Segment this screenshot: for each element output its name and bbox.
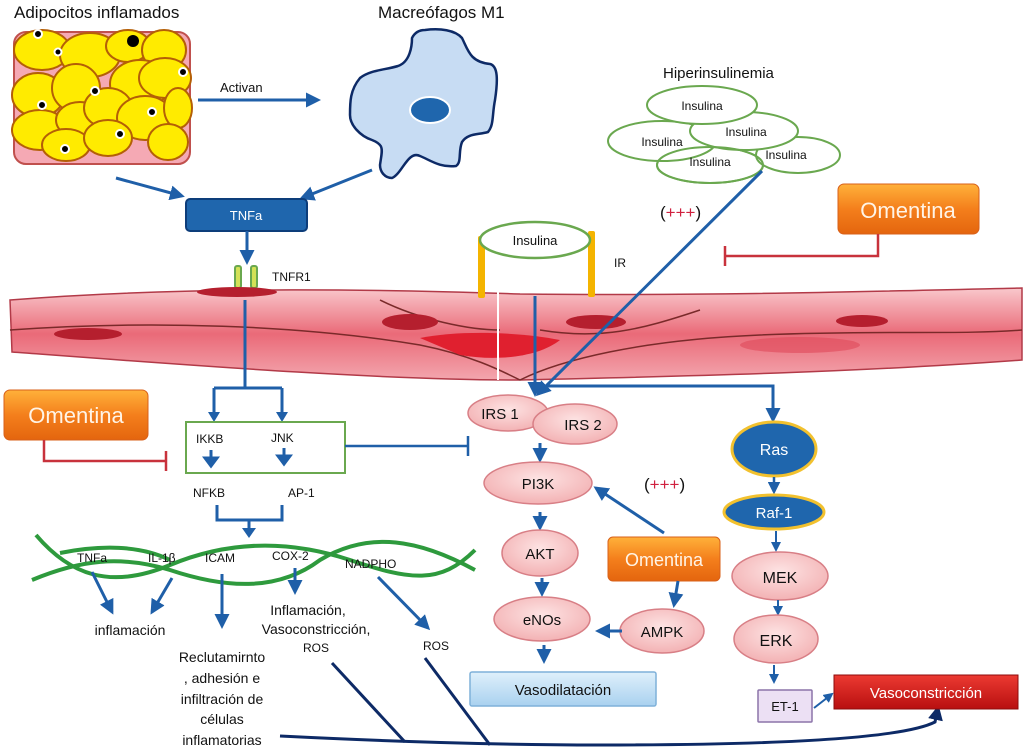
et1-box: ET-1	[757, 689, 813, 723]
adipocytes-title: Adipocitos inflamados	[14, 3, 179, 22]
omentina-center-label: Omentina	[625, 550, 704, 570]
adipocytes-to-tnfa-arrow	[115, 176, 185, 201]
jnk-label: JNK	[271, 431, 294, 445]
ikkb-label: IKKB	[196, 432, 223, 446]
il1b-to-inflamacion-arrow	[150, 577, 174, 615]
jnk-to-ap1-arrow	[275, 448, 293, 467]
mek-node: MEK	[731, 551, 829, 601]
dna-il1b-label: IL-1β	[148, 551, 176, 565]
svg-text:Vasoconstricción: Vasoconstricción	[870, 685, 982, 702]
ros-cox-line	[330, 661, 407, 744]
omentina-left: Omentina	[3, 389, 149, 441]
ros-label: ROS	[423, 639, 449, 653]
ras-node: Ras	[730, 420, 818, 478]
tnfa-to-inflamacion-arrow	[90, 571, 114, 615]
svg-text:Raf-1: Raf-1	[756, 505, 793, 522]
svg-text:IRS 2: IRS 2	[564, 417, 602, 434]
svg-text:Ras: Ras	[760, 442, 788, 459]
inflamacion-label: inflamación	[95, 622, 166, 638]
enos-node: eNOs	[493, 596, 591, 642]
omentina-to-ampk-arrow	[668, 580, 684, 608]
ikkb-to-nfkb-arrow	[202, 450, 220, 469]
insulin-cloud-item: Insulina	[689, 155, 731, 169]
nfkb-ap1-merge-arrow	[215, 505, 284, 532]
insulin-cloud-item: Insulina	[725, 125, 767, 139]
nfkb-label: NFKB	[193, 486, 225, 500]
reclutamiento-line-2: , adhesión e	[184, 670, 260, 686]
insulin-cloud: Insulina Insulina Insulina Insulina Insu…	[607, 85, 841, 184]
macrophage-icon	[348, 28, 499, 180]
svg-text:MEK: MEK	[763, 570, 798, 587]
cox-out-line-1: Inflamación,	[270, 602, 345, 618]
dna-nadpho-label: NADPHO	[345, 557, 396, 571]
insulin-cloud-item: Insulina	[641, 135, 683, 149]
omentina-top-right: Omentina	[837, 183, 980, 235]
insulin-cloud-item: Insulina	[765, 148, 807, 162]
ap1-label: AP-1	[288, 486, 315, 500]
cox-out-line-2: Vasoconstricción,	[262, 621, 371, 637]
macrophage-to-tnfa-arrow	[299, 168, 373, 201]
dna-arrowhead	[242, 528, 256, 538]
irs2-node: IRS 2	[532, 403, 618, 445]
ampk-node: AMPK	[619, 608, 705, 654]
svg-text:AMPK: AMPK	[641, 624, 684, 641]
ikkb-jnk-inhibits-irs-line	[345, 436, 470, 456]
svg-text:eNOs: eNOs	[523, 612, 561, 629]
omentina-center: Omentina	[607, 536, 721, 582]
svg-text:PI3K: PI3K	[522, 476, 555, 493]
receptor-insulina-label: Insulina	[513, 233, 559, 248]
svg-text:ERK: ERK	[760, 633, 793, 650]
ir-label: IR	[614, 256, 626, 270]
akt-node: AKT	[501, 529, 579, 577]
plus-mid-label: (+++)	[644, 475, 685, 494]
inflammation-to-vasoconstriccion-arrow	[279, 705, 943, 747]
insulin-cloud-item: Insulina	[681, 99, 723, 113]
tnfa-box-label: TNFa	[230, 208, 263, 223]
omentina-left-label: Omentina	[28, 403, 124, 428]
vasodilatacion-box: Vasodilatación	[469, 671, 657, 707]
insulin-receptor-icon	[478, 220, 595, 298]
ir-to-ras-arrow	[535, 384, 781, 423]
hyperinsulinemia-to-irs-arrow	[535, 169, 764, 397]
dna-icam-label: ICAM	[205, 551, 235, 565]
tnfr1-receptor-icon	[234, 265, 258, 289]
omentina-top-right-label: Omentina	[860, 198, 956, 223]
omentina-top-right-inhibit-line	[723, 234, 880, 266]
reclutamiento-line-3: infiltración de	[181, 691, 264, 707]
ikkb-jnk-arrowheads	[208, 412, 288, 422]
dna-cox2-label: COX-2	[272, 549, 309, 563]
svg-text:IRS 1: IRS 1	[481, 406, 519, 423]
macrophages-title: Macreófagos M1	[378, 3, 505, 22]
svg-text:Vasodilatación: Vasodilatación	[515, 682, 611, 699]
omentina-to-pi3k-arrow	[593, 486, 665, 535]
endothelium-icon	[9, 287, 1023, 381]
pi3k-node: PI3K	[483, 461, 593, 505]
reclutamiento-line-4: células	[200, 711, 244, 727]
plus-top-label: (+++)	[660, 203, 701, 222]
dna-tnfa-label: TNFa	[77, 551, 107, 565]
omentina-left-inhibit-line	[42, 440, 168, 471]
vasoconstriccion-box: Vasoconstricción	[833, 674, 1019, 710]
erk-node: ERK	[733, 614, 819, 664]
nadpho-to-ros-arrow	[376, 575, 431, 631]
svg-text:AKT: AKT	[525, 546, 554, 563]
reclutamiento-line-5: inflamatorias	[182, 732, 261, 748]
tnfr1-to-ikkb-jnk-arrows	[212, 300, 284, 416]
cox-out-line-3: ROS	[303, 641, 329, 655]
tnfr1-label: TNFR1	[272, 270, 311, 284]
et1-to-vasoconstriccion-arrow	[813, 692, 834, 709]
hyperinsulinemia-title: Hiperinsulinemia	[663, 65, 775, 82]
svg-text:ET-1: ET-1	[771, 699, 798, 714]
ros-nadpho-line	[423, 657, 492, 746]
reclutamiento-line-1: Reclutamirnto	[179, 649, 266, 665]
activan-label: Activan	[220, 80, 263, 95]
adipocytes-cluster-icon	[11, 29, 193, 165]
raf1-node: Raf-1	[722, 493, 826, 531]
